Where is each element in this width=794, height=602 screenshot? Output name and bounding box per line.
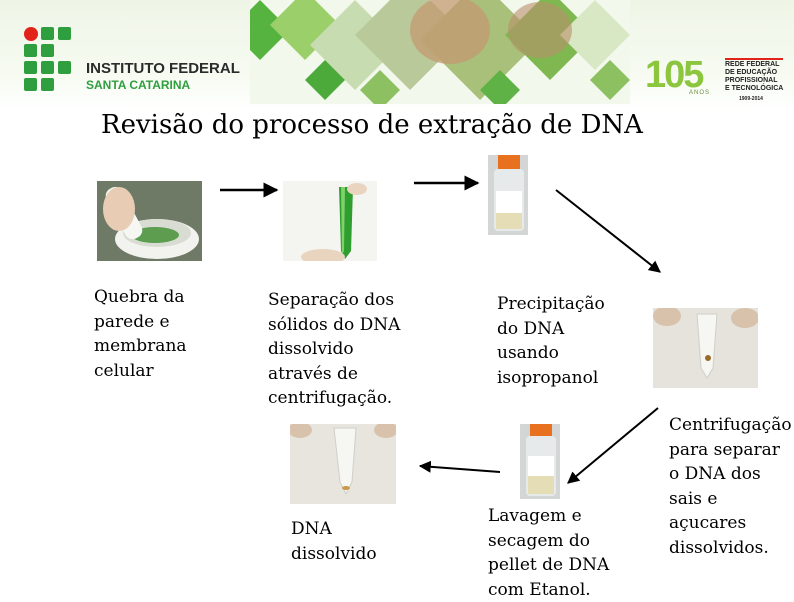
- logo-red-dot-icon: [24, 27, 38, 41]
- network-logo: REDE FEDERAL DE EDUCAÇÃO PROFISSIONAL E …: [725, 58, 787, 108]
- ethanol-bottle-photo: [520, 424, 560, 499]
- step4-caption: Centrifugação para separar o DNA dos sai…: [669, 415, 792, 558]
- page-title: Revisão do processo de extração de DNA: [101, 110, 643, 140]
- centrifuge-tube-photo: [653, 308, 758, 388]
- step1-caption: Quebra da parede e membrana celular: [94, 287, 187, 381]
- isopropanol-bottle-photo: [488, 155, 528, 235]
- anniversary-logo: 105 ANOS: [645, 54, 725, 102]
- arrow-step4-to-step5: [567, 407, 659, 484]
- arrow-step3-to-step4: [555, 189, 661, 273]
- step5-caption: Lavagem e secagem do pellet de DNA com E…: [488, 506, 610, 600]
- network-line2: DE EDUCAÇÃO: [725, 69, 778, 76]
- green-tube-photo: [283, 181, 377, 261]
- anniversary-number: 105: [645, 54, 704, 96]
- arrow-step5-to-step6: [418, 460, 501, 473]
- network-line4: E TECNOLÓGICA: [725, 85, 784, 92]
- institute-logo: INSTITUTO FEDERAL SANTA CATARINA: [24, 27, 240, 97]
- network-line1: REDE FEDERAL: [725, 61, 780, 68]
- mortar-pestle-photo: [97, 181, 202, 261]
- network-years: 1909-2014: [739, 96, 763, 102]
- dissolved-dna-tube-photo: [290, 424, 396, 504]
- step6-caption: DNA dissolvido: [291, 519, 377, 564]
- header-photo-collage: [250, 0, 630, 104]
- step2-caption: Separação dos sólidos do DNA dissolvido …: [268, 290, 401, 408]
- institute-name: INSTITUTO FEDERAL: [86, 60, 240, 77]
- institute-campus: SANTA CATARINA: [86, 78, 191, 92]
- network-line3: PROFISSIONAL: [725, 77, 778, 84]
- step3-caption: Precipitação do DNA usando isopropanol: [497, 294, 605, 388]
- anniversary-word: ANOS: [689, 90, 711, 96]
